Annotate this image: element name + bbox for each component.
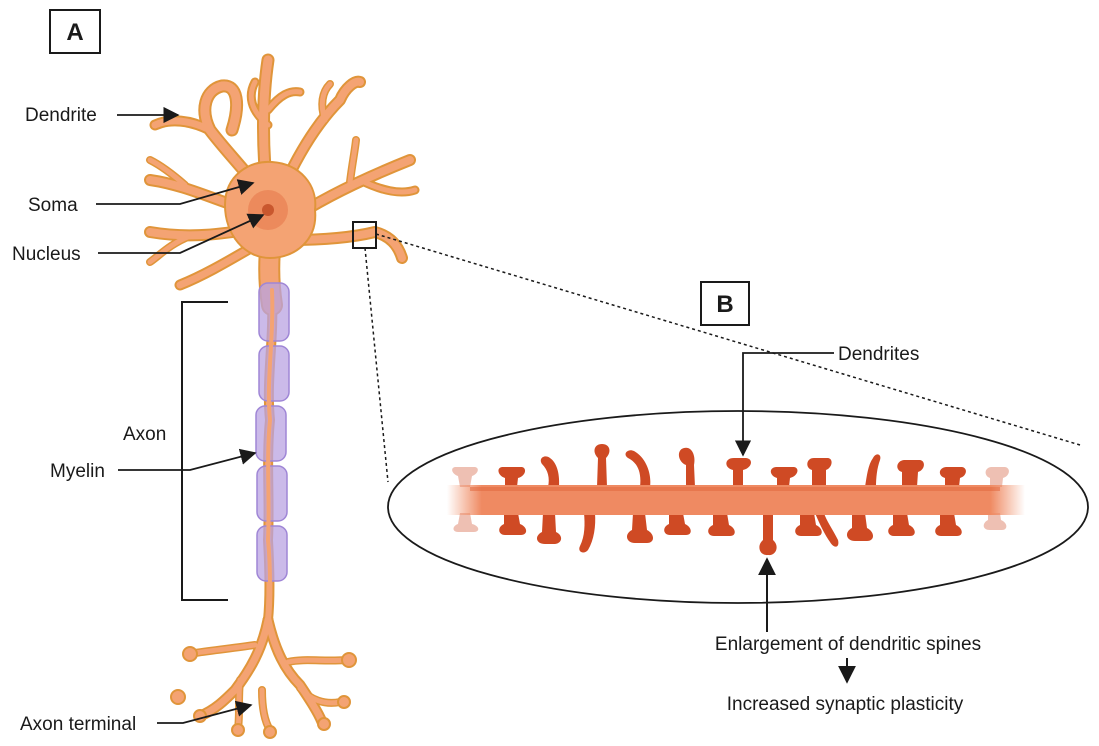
- axon-bracket: [182, 302, 228, 600]
- neuron-illustration: [150, 60, 415, 738]
- panel-b-letter: B: [716, 291, 733, 318]
- label-plasticity: Increased synaptic plasticity: [727, 694, 964, 715]
- nucleus: [262, 204, 274, 216]
- label-nucleus: Nucleus: [12, 244, 81, 265]
- panel-a-letter: A: [66, 19, 83, 46]
- label-enlargement: Enlargement of dendritic spines: [715, 634, 981, 655]
- label-dendrite: Dendrite: [25, 105, 97, 126]
- zoom-line-lower: [365, 248, 388, 482]
- label-myelin: Myelin: [50, 461, 105, 482]
- panel-b-box: B: [701, 282, 749, 325]
- panel-a-box: A: [50, 10, 100, 53]
- label-dendrites: Dendrites: [838, 344, 919, 365]
- label-axon: Axon: [123, 424, 166, 445]
- myelin-arrow: [118, 453, 255, 470]
- label-axon-terminal: Axon terminal: [20, 714, 136, 735]
- label-soma: Soma: [28, 195, 78, 216]
